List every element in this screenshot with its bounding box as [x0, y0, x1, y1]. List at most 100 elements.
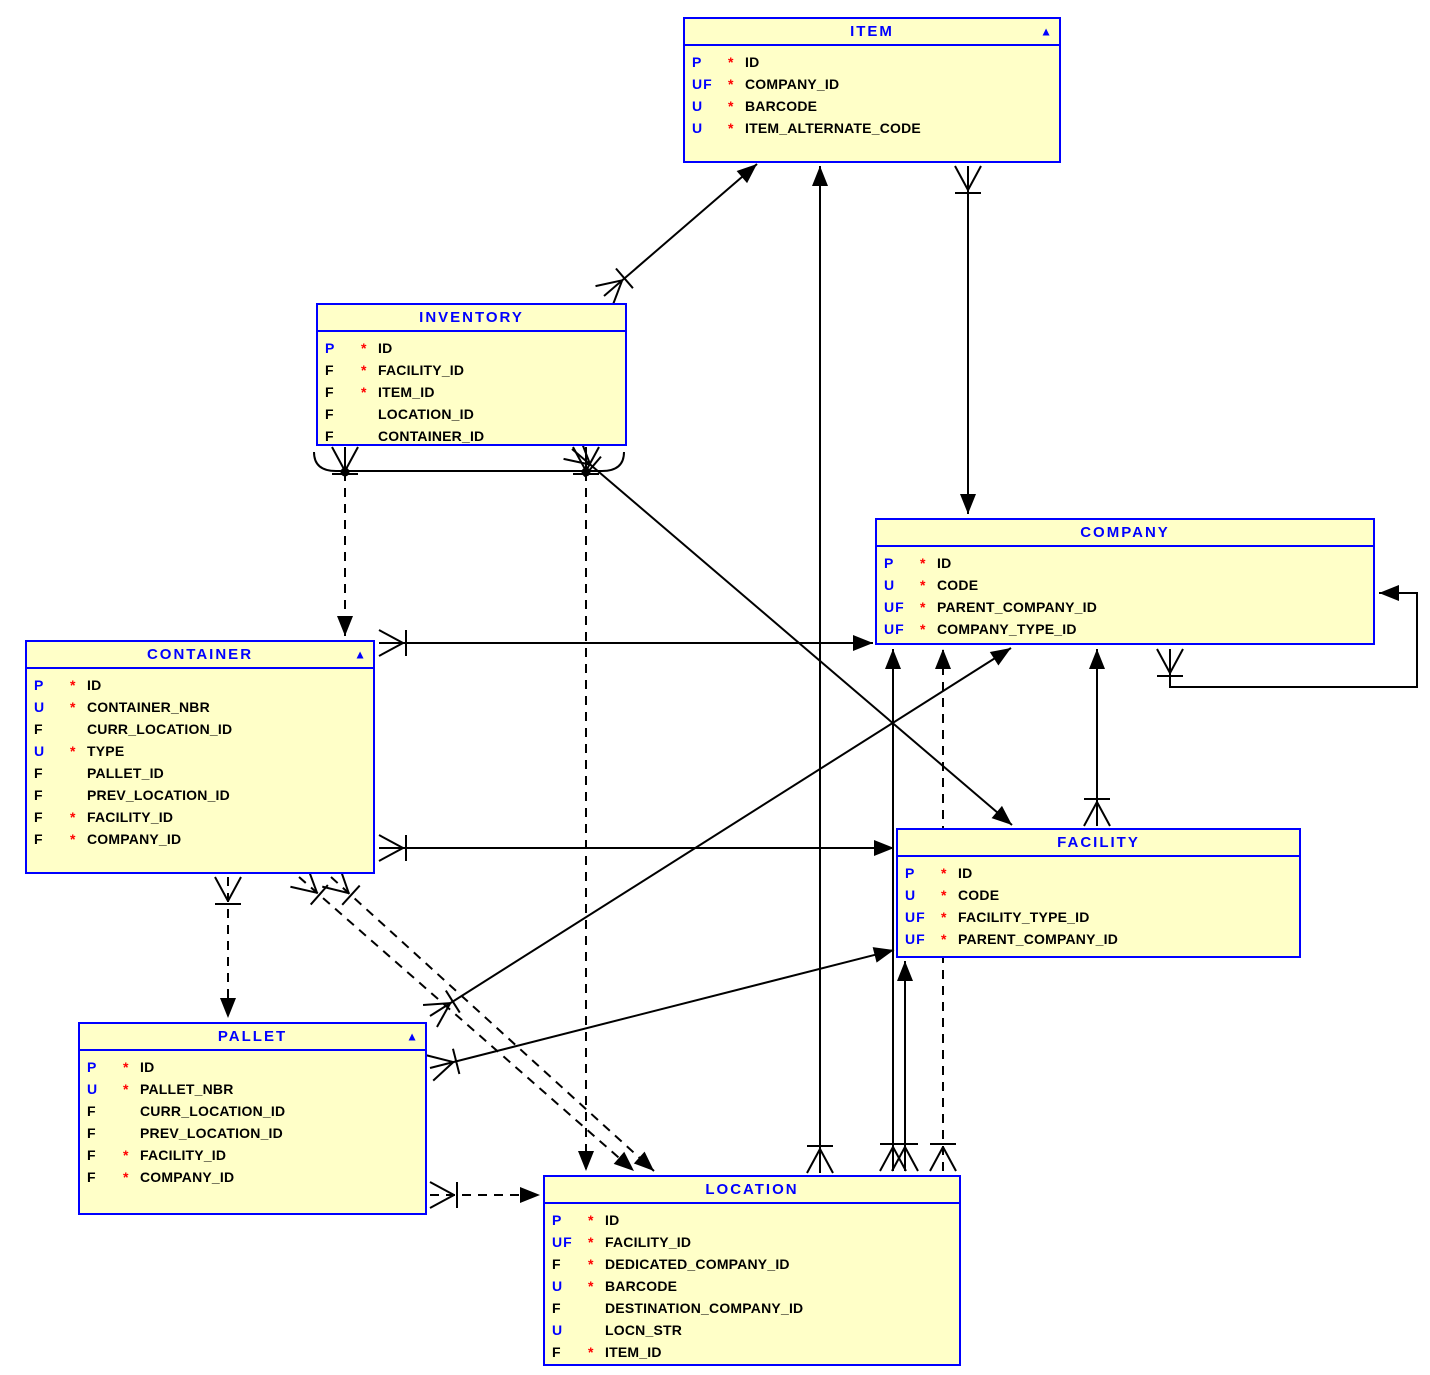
- attribute-row[interactable]: U*BARCODE: [545, 1275, 959, 1297]
- attribute-name: CONTAINER_ID: [378, 428, 485, 444]
- attribute-row[interactable]: F*FACILITY_ID: [80, 1144, 425, 1166]
- attribute-name: FACILITY_ID: [87, 809, 174, 825]
- attribute-row[interactable]: F*DEDICATED_COMPANY_ID: [545, 1253, 959, 1275]
- attribute-key: F: [34, 787, 44, 803]
- attribute-key: U: [34, 743, 46, 759]
- rel-pallet-location[interactable]: [429, 1181, 540, 1209]
- attribute-row[interactable]: F*ITEM_ID: [318, 381, 625, 403]
- attribute-row[interactable]: P*ID: [80, 1056, 425, 1078]
- attribute-name: DEDICATED_COMPANY_ID: [605, 1256, 790, 1272]
- attribute-name: CURR_LOCATION_ID: [140, 1103, 286, 1119]
- attribute-row[interactable]: UF*FACILITY_ID: [545, 1231, 959, 1253]
- attribute-row[interactable]: F*COMPANY_ID: [80, 1166, 425, 1188]
- rel-location-facility[interactable]: [891, 961, 919, 1172]
- rel-container-pallet[interactable]: [214, 876, 242, 1018]
- attribute-row[interactable]: UF*PARENT_COMPANY_ID: [898, 928, 1299, 950]
- attribute-name: BARCODE: [605, 1278, 678, 1294]
- attribute-required-star: *: [941, 865, 947, 881]
- attribute-name: ID: [605, 1212, 620, 1228]
- attribute-row[interactable]: U*CONTAINER_NBR: [27, 696, 373, 718]
- attribute-name: COMPANY_TYPE_ID: [937, 621, 1077, 637]
- attribute-key: U: [34, 699, 46, 715]
- attribute-key: P: [905, 865, 916, 881]
- attribute-name: PALLET_NBR: [140, 1081, 234, 1097]
- attribute-row[interactable]: U*ITEM_ALTERNATE_CODE: [685, 117, 1059, 139]
- attribute-required-star: *: [920, 577, 926, 593]
- attribute-row[interactable]: U*PALLET_NBR: [80, 1078, 425, 1100]
- attribute-key: F: [325, 406, 335, 422]
- attribute-row[interactable]: P*ID: [318, 337, 625, 359]
- attribute-row[interactable]: U*CODE: [898, 884, 1299, 906]
- attribute-name: ID: [87, 677, 102, 693]
- attribute-row[interactable]: UF*COMPANY_ID: [685, 73, 1059, 95]
- attribute-key: UF: [692, 76, 713, 92]
- attribute-row[interactable]: F*FACILITY_ID: [27, 806, 373, 828]
- attribute-required-star: *: [728, 120, 734, 136]
- attribute-name: ID: [937, 555, 952, 571]
- attribute-row[interactable]: P*ID: [898, 862, 1299, 884]
- rel-facility-company[interactable]: [1083, 649, 1111, 827]
- rel-inventory-location[interactable]: [572, 446, 600, 1171]
- rel-pallet-facility[interactable]: [426, 947, 895, 1082]
- attribute-name: PARENT_COMPANY_ID: [937, 599, 1098, 615]
- rel-container-facility[interactable]: [378, 834, 894, 862]
- entity-location-title-bar: LOCATION: [545, 1177, 959, 1204]
- rel-location-item[interactable]: [806, 166, 834, 1174]
- rel-pallet-company[interactable]: [422, 647, 1012, 1028]
- attribute-row[interactable]: F*ITEM_ID: [545, 1341, 959, 1363]
- attribute-name: TYPE: [87, 743, 125, 759]
- attribute-row[interactable]: P*ID: [685, 51, 1059, 73]
- attribute-key: U: [692, 98, 704, 114]
- attribute-required-star: *: [588, 1234, 594, 1250]
- attribute-row[interactable]: UF*COMPANY_TYPE_ID: [877, 618, 1373, 640]
- rel-company-self[interactable]: [1156, 585, 1418, 688]
- attribute-row[interactable]: P*ID: [545, 1209, 959, 1231]
- rel-item-company[interactable]: [954, 165, 982, 514]
- attribute-required-star: *: [361, 340, 367, 356]
- collapse-triangle-icon[interactable]: ▲: [354, 647, 366, 662]
- attribute-row[interactable]: F PREV_LOCATION_ID: [27, 784, 373, 806]
- collapse-triangle-icon[interactable]: ▲: [406, 1029, 418, 1044]
- attribute-required-star: *: [123, 1169, 129, 1185]
- rel-inventory-container[interactable]: [331, 446, 359, 636]
- attribute-row[interactable]: UF*PARENT_COMPANY_ID: [877, 596, 1373, 618]
- attribute-required-star: *: [588, 1256, 594, 1272]
- attribute-row[interactable]: F*FACILITY_ID: [318, 359, 625, 381]
- attribute-row[interactable]: U*CODE: [877, 574, 1373, 596]
- attribute-key: P: [87, 1059, 98, 1075]
- rel-inventory-item[interactable]: [595, 163, 758, 307]
- attribute-name: PREV_LOCATION_ID: [87, 787, 230, 803]
- attribute-row[interactable]: P*ID: [27, 674, 373, 696]
- collapse-triangle-icon[interactable]: ▲: [1040, 24, 1052, 39]
- attribute-row[interactable]: P*ID: [877, 552, 1373, 574]
- exclusive-arc[interactable]: [313, 451, 625, 472]
- attribute-required-star: *: [941, 909, 947, 925]
- attribute-name: CURR_LOCATION_ID: [87, 721, 233, 737]
- attribute-name: BARCODE: [745, 98, 818, 114]
- attribute-row[interactable]: F*COMPANY_ID: [27, 828, 373, 850]
- entity-title: ITEM: [850, 23, 894, 40]
- attribute-row[interactable]: U*BARCODE: [685, 95, 1059, 117]
- attribute-row[interactable]: U*TYPE: [27, 740, 373, 762]
- attribute-required-star: *: [361, 362, 367, 378]
- attribute-key: UF: [905, 931, 926, 947]
- attribute-row[interactable]: UF*FACILITY_TYPE_ID: [898, 906, 1299, 928]
- attribute-required-star: *: [728, 54, 734, 70]
- rel-container-company[interactable]: [378, 629, 873, 657]
